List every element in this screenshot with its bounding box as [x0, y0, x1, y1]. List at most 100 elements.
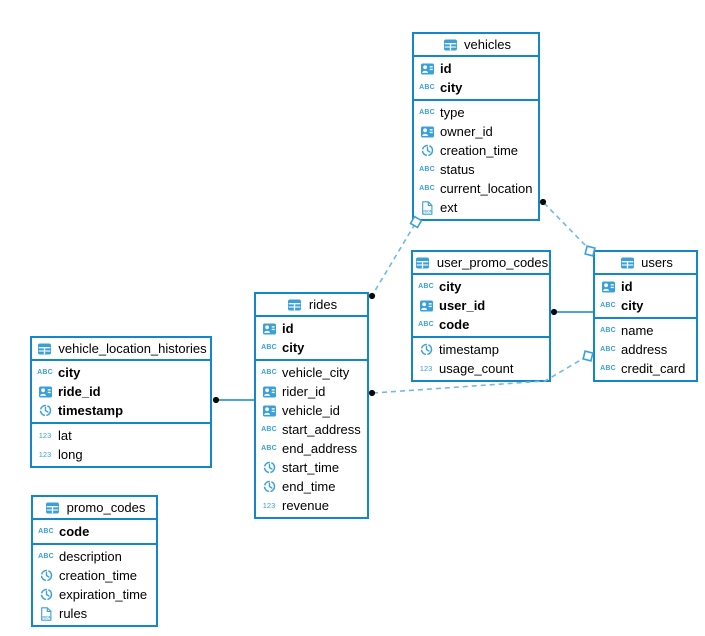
column-name: revenue: [282, 498, 329, 513]
entity-promo-codes[interactable]: promo_codes ABC code ABC description cre…: [31, 495, 158, 627]
relation-dot-marker: [212, 396, 220, 404]
string-type-icon: ABC: [419, 166, 435, 173]
column-name: timestamp: [58, 403, 124, 418]
connection-vehicles-users: [539, 198, 596, 257]
string-type-icon: ABC: [38, 528, 54, 535]
string-type-icon: ABC: [37, 369, 53, 376]
entity-vehicle-location-histories[interactable]: vehicle_location_histories ABC city ride…: [30, 336, 212, 468]
number-type-icon: 123: [262, 500, 276, 510]
string-type-icon: ABC: [419, 84, 435, 91]
table-icon: [414, 256, 432, 270]
entity-title: user_promo_codes: [436, 255, 549, 270]
entity-title: rides: [308, 297, 338, 312]
column-row: ABC credit_card: [595, 359, 696, 378]
string-type-icon: ABC: [600, 302, 616, 309]
column-name: description: [59, 549, 122, 564]
string-type-icon: ABC: [38, 553, 54, 560]
primary-key-section: id ABC city: [256, 317, 367, 359]
columns-section: ABC name ABC address ABC credit_card: [595, 317, 696, 380]
column-row: id: [414, 59, 538, 78]
column-row: id: [595, 277, 696, 296]
datetime-type-icon: [260, 480, 278, 494]
column-row: ABC city: [414, 78, 538, 97]
column-name: ride_id: [58, 384, 101, 399]
columns-section: timestamp 123 usage_count: [413, 336, 549, 380]
column-row: ABC current_location: [414, 179, 538, 198]
column-row: expiration_time: [33, 585, 156, 604]
table-icon: [44, 501, 62, 515]
entity-user-promo-codes[interactable]: user_promo_codes ABC city user_id ABC co…: [411, 250, 551, 382]
svg-text:JSON: JSON: [422, 209, 432, 213]
connection-vehicle-location-histories-rides: [212, 396, 255, 404]
column-row: 123 usage_count: [413, 359, 549, 378]
number-type-icon: 123: [419, 363, 433, 373]
column-name: vehicle_id: [282, 403, 340, 418]
column-name: status: [440, 162, 475, 177]
column-name: id: [621, 279, 633, 294]
columns-section: ABC type owner_id creation_time ABC stat…: [414, 99, 538, 219]
column-name: owner_id: [440, 124, 493, 139]
column-name: creation_time: [440, 143, 519, 158]
column-name: vehicle_city: [282, 365, 350, 380]
column-row: end_time: [256, 477, 367, 496]
columns-section: 123 lat 123 long: [32, 422, 210, 466]
entity-header: user_promo_codes: [413, 252, 549, 275]
column-row: JSON rules: [33, 604, 156, 623]
column-name: code: [439, 317, 470, 332]
column-row: rider_id: [256, 382, 367, 401]
uuid-type-icon: [417, 299, 435, 313]
string-type-icon: ABC: [600, 327, 616, 334]
uuid-type-icon: [418, 125, 436, 139]
uuid-type-icon: [260, 385, 278, 399]
column-name: timestamp: [439, 342, 499, 357]
entity-header: rides: [256, 294, 367, 317]
column-row: id: [256, 319, 367, 338]
column-row: ABC start_address: [256, 420, 367, 439]
primary-key-section: ABC city ride_id timestamp: [32, 361, 210, 422]
column-row: ABC description: [33, 547, 156, 566]
column-row: ABC end_address: [256, 439, 367, 458]
number-type-icon: 123: [38, 449, 52, 459]
table-icon: [441, 38, 459, 52]
entity-title: users: [641, 255, 673, 270]
entity-users[interactable]: users id ABC city ABC name ABC address A…: [593, 250, 698, 382]
string-type-icon: ABC: [418, 321, 434, 328]
connection-user-promo-codes-users: [550, 308, 594, 316]
uuid-type-icon: [260, 404, 278, 418]
column-row: ABC code: [33, 522, 156, 541]
string-type-icon: ABC: [419, 109, 435, 116]
column-name: usage_count: [439, 361, 514, 376]
datetime-type-icon: [417, 343, 435, 357]
entity-header: promo_codes: [33, 497, 156, 520]
column-row: ABC city: [413, 277, 549, 296]
entity-header: vehicle_location_histories: [32, 338, 210, 361]
column-name: address: [621, 342, 668, 357]
column-name: city: [621, 298, 644, 313]
json-type-icon: JSON: [37, 606, 55, 621]
entity-title: vehicle_location_histories: [58, 341, 207, 356]
relation-dot-marker: [368, 389, 376, 397]
relation-dot-marker: [550, 308, 558, 316]
primary-key-section: ABC city user_id ABC code: [413, 275, 549, 336]
primary-key-section: id ABC city: [414, 57, 538, 99]
primary-key-section: ABC code: [33, 520, 156, 543]
string-type-icon: ABC: [261, 445, 277, 452]
column-name: current_location: [440, 181, 533, 196]
number-type-icon: 123: [38, 430, 52, 440]
relation-square-marker: [582, 350, 594, 362]
uuid-type-icon: [36, 385, 54, 399]
column-name: rules: [59, 606, 88, 621]
string-type-icon: ABC: [600, 365, 616, 372]
columns-section: ABC vehicle_city rider_id vehicle_id ABC…: [256, 359, 367, 517]
column-row: owner_id: [414, 122, 538, 141]
column-row: ABC address: [595, 340, 696, 359]
uuid-type-icon: [260, 322, 278, 336]
column-name: code: [59, 524, 90, 539]
column-row: ABC vehicle_city: [256, 363, 367, 382]
entity-rides[interactable]: rides id ABC city ABC vehicle_city rider…: [254, 292, 369, 519]
string-type-icon: ABC: [418, 283, 434, 290]
uuid-type-icon: [599, 280, 617, 294]
entity-vehicles[interactable]: vehicles id ABC city ABC type owner_id: [412, 32, 540, 221]
table-icon: [286, 298, 304, 312]
column-name: long: [58, 447, 83, 462]
